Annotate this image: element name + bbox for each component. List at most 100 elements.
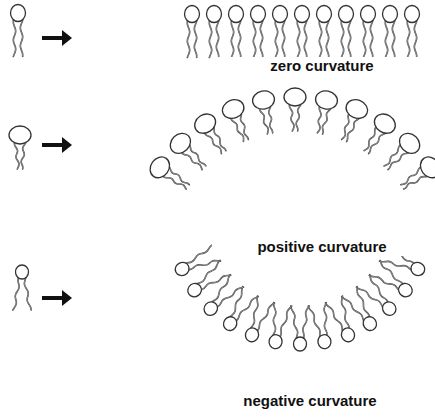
lipid-tail-shade <box>275 22 277 58</box>
lipid-tail-shade <box>241 114 249 139</box>
lipid-tail-shade <box>325 303 342 331</box>
lipid-tail <box>194 22 196 58</box>
lipid-tail <box>407 22 409 58</box>
lipid-tail-shade <box>322 109 330 134</box>
lipid-head <box>191 110 219 137</box>
lipid <box>268 303 292 350</box>
lipid-tail-shade <box>289 105 294 131</box>
lipid-tail <box>253 22 255 58</box>
lipid-tail-shade <box>297 22 299 58</box>
lipid <box>295 6 310 58</box>
lipid-tail <box>308 306 320 336</box>
lipid <box>273 6 288 58</box>
lipid-tail-shade <box>304 22 306 58</box>
lipid-tail <box>216 22 218 58</box>
lipid <box>361 6 376 58</box>
curvature-label: positive curvature <box>212 238 432 256</box>
lipid <box>191 110 226 154</box>
lipid <box>384 129 424 169</box>
lipid-tail-shade <box>238 22 240 58</box>
lipid-head <box>405 6 420 23</box>
lipid-tail-shade <box>282 22 284 58</box>
lipid <box>317 6 332 58</box>
lipid <box>356 275 398 318</box>
lipid-tail-shade <box>385 22 387 58</box>
lipid-tail <box>202 275 231 289</box>
lipid-tail-shade <box>190 145 206 166</box>
lipid-tail <box>401 167 421 184</box>
lipid-tail-shade <box>13 278 19 310</box>
lipid-tail <box>341 22 343 58</box>
arrow-shaft <box>42 296 64 300</box>
lipid <box>251 89 276 134</box>
lipid-head <box>361 6 376 23</box>
lipid-head <box>396 281 415 300</box>
lipid-tail <box>21 143 25 169</box>
lipid <box>229 6 244 58</box>
lipid-head <box>284 88 306 106</box>
lipid-tail-shade <box>202 275 231 289</box>
lipid-tail-shade <box>170 167 190 184</box>
lipid-tail-shade <box>182 153 202 170</box>
lipid <box>220 97 249 142</box>
lipid-group <box>9 5 435 352</box>
lipid <box>405 6 420 58</box>
lipid-tail <box>163 177 186 189</box>
lipid-tail-shade <box>357 287 370 317</box>
lipid <box>207 6 222 58</box>
lipid <box>291 306 309 351</box>
lipid-head <box>11 5 26 22</box>
lipid-head <box>243 326 260 344</box>
lipid-tail <box>414 22 416 58</box>
lipid-tail <box>324 303 327 335</box>
lipid-head <box>185 6 200 23</box>
lipid-tail-shade <box>326 22 328 58</box>
lipid-head <box>294 337 307 351</box>
lipid-tail <box>370 275 388 302</box>
arrow-head <box>62 137 72 153</box>
lipid-tail <box>325 303 342 331</box>
lipid-tail-shade <box>308 306 320 336</box>
lipid-tail <box>189 261 220 270</box>
lipid-tail-shade <box>258 303 275 331</box>
lipid-tail-shade <box>186 245 213 264</box>
lipid-tail-shade <box>24 278 31 310</box>
lipid-tail <box>326 22 328 58</box>
lipid-tail <box>317 107 321 133</box>
lipid-tail-shade <box>21 143 25 169</box>
lipid <box>342 287 379 333</box>
lipid-head <box>207 6 222 23</box>
lipid-tail-shade <box>218 287 244 307</box>
lipid-head <box>268 334 283 350</box>
lipid-tail <box>236 297 258 321</box>
lipid-tail-shade <box>342 296 350 328</box>
lipid-tail-shade <box>384 145 400 166</box>
lipid-tail <box>348 22 350 58</box>
lipid-tail-shade <box>280 306 291 336</box>
lipid-tail-shade <box>296 105 300 131</box>
lipid-tail <box>190 145 206 166</box>
lipid-tail-shade <box>324 303 327 335</box>
lipid-head <box>317 334 332 350</box>
lipid-head <box>16 265 29 279</box>
lipid <box>185 260 231 299</box>
lipid-tail <box>370 22 372 58</box>
lipid-tail-shade <box>370 275 388 302</box>
lipid-tail <box>304 22 306 58</box>
curvature-label: negative curvature <box>200 392 420 410</box>
lipid-tail-shade <box>163 177 186 189</box>
lipid-tail <box>280 306 291 336</box>
lipid-tail <box>218 287 244 307</box>
lipid-tail <box>231 119 244 142</box>
lipid <box>251 6 266 58</box>
lipid-tail-shade <box>269 107 273 133</box>
lipid-tail-shade <box>342 114 349 139</box>
lipid-tail <box>289 105 294 131</box>
lipid-tail <box>364 127 376 150</box>
lipid-tail <box>259 109 268 134</box>
lipid-tail-shade <box>291 306 298 338</box>
curvature-label: zero curvature <box>212 57 432 75</box>
lipid <box>342 97 371 142</box>
lipid <box>284 88 306 131</box>
lipid-tail <box>297 22 299 58</box>
